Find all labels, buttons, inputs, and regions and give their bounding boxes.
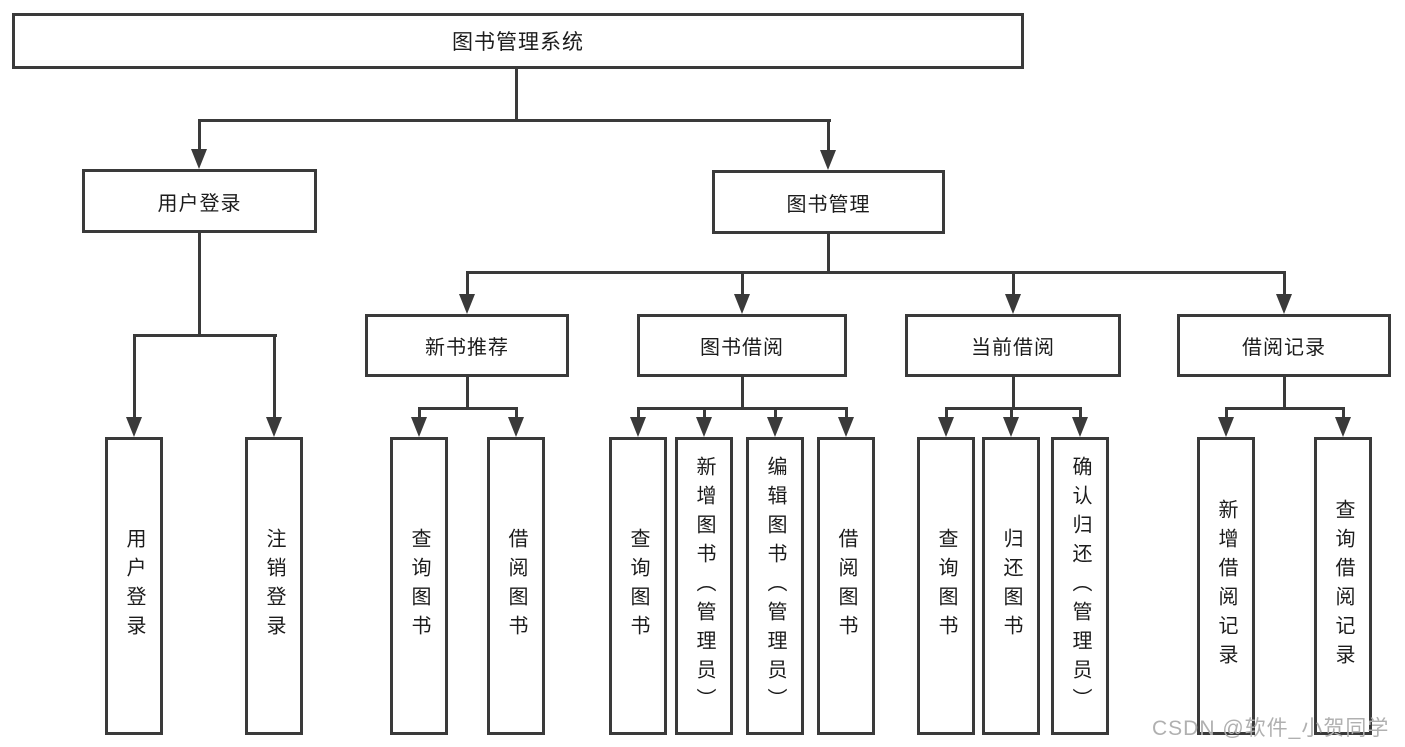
connector-hline	[1225, 407, 1345, 410]
connector-hline	[133, 334, 277, 337]
arrow-down-icon	[734, 294, 750, 314]
node-book-borrow: 图书借阅	[637, 314, 847, 377]
node-new-book-recommend: 新书推荐	[365, 314, 569, 377]
connector-vline	[1012, 271, 1015, 297]
leaf-return-book: 归还图书	[982, 437, 1040, 735]
node-label: 当前借阅	[971, 337, 1055, 359]
connector-vline	[827, 234, 830, 272]
arrow-down-icon	[508, 417, 524, 437]
csdn-watermark: CSDN @软件_小贺同学	[1152, 717, 1390, 740]
node-label: 新书推荐	[425, 337, 509, 359]
leaf-label: 归还图书	[1000, 528, 1022, 644]
connector-vline	[703, 407, 706, 420]
arrow-down-icon	[1276, 294, 1292, 314]
connector-vline	[1225, 407, 1228, 420]
leaf-label: 查询借阅记录	[1332, 499, 1354, 673]
connector-vline	[1079, 407, 1082, 420]
connector-vline	[637, 407, 640, 420]
leaf-label: 借阅图书	[505, 528, 527, 644]
node-label: 用户登录	[157, 192, 242, 215]
leaf-label: 用户登录	[123, 528, 145, 644]
leaf-confirm-return-admin: 确认归还（管理员）	[1051, 437, 1109, 735]
leaf-logout: 注销登录	[245, 437, 303, 735]
arrow-down-icon	[459, 294, 475, 314]
leaf-label: 查询图书	[408, 528, 430, 644]
node-borrow-records: 借阅记录	[1177, 314, 1391, 377]
leaf-label: 查询图书	[627, 528, 649, 644]
connector-hline	[637, 407, 848, 410]
connector-vline	[1283, 377, 1286, 408]
connector-vline	[845, 407, 848, 420]
connector-vline	[418, 407, 421, 420]
arrow-down-icon	[938, 417, 954, 437]
leaf-label: 注销登录	[263, 528, 285, 644]
leaf-label: 编辑图书（管理员）	[764, 455, 786, 717]
connector-vline	[198, 233, 201, 335]
arrow-down-icon	[630, 417, 646, 437]
connector-hline	[466, 271, 1286, 274]
arrow-down-icon	[696, 417, 712, 437]
node-label: 借阅记录	[1242, 337, 1326, 359]
connector-vline	[1010, 407, 1013, 420]
arrow-down-icon	[820, 150, 836, 170]
leaf-query-books-borrow: 查询图书	[609, 437, 667, 735]
node-label: 图书借阅	[700, 337, 784, 359]
connector-hline	[945, 407, 1082, 410]
connector-vline	[1342, 407, 1345, 420]
leaf-label: 新增图书（管理员）	[693, 455, 715, 717]
arrow-down-icon	[126, 417, 142, 437]
leaf-edit-book-admin: 编辑图书（管理员）	[746, 437, 804, 735]
leaf-label: 新增借阅记录	[1215, 499, 1237, 673]
connector-vline	[741, 271, 744, 297]
leaf-borrow-books-recommend: 借阅图书	[487, 437, 545, 735]
connector-vline	[945, 407, 948, 420]
arrow-down-icon	[266, 417, 282, 437]
connector-hline	[198, 119, 831, 122]
connector-vline	[133, 334, 136, 419]
leaf-add-borrow-record: 新增借阅记录	[1197, 437, 1255, 735]
connector-vline	[515, 68, 518, 120]
arrow-down-icon	[1218, 417, 1234, 437]
arrow-down-icon	[1005, 294, 1021, 314]
arrow-down-icon	[767, 417, 783, 437]
leaf-query-books-recommend: 查询图书	[390, 437, 448, 735]
arrow-down-icon	[1003, 417, 1019, 437]
connector-vline	[827, 119, 830, 152]
node-label: 图书管理	[786, 193, 871, 216]
connector-vline	[273, 334, 276, 419]
leaf-label: 确认归还（管理员）	[1069, 455, 1091, 717]
connector-vline	[198, 119, 201, 152]
connector-vline	[741, 377, 744, 408]
node-current-borrow: 当前借阅	[905, 314, 1121, 377]
arrow-down-icon	[838, 417, 854, 437]
arrow-down-icon	[1335, 417, 1351, 437]
leaf-add-book-admin: 新增图书（管理员）	[675, 437, 733, 735]
arrow-down-icon	[1072, 417, 1088, 437]
connector-vline	[515, 407, 518, 420]
node-library-system: 图书管理系统	[12, 13, 1024, 69]
arrow-down-icon	[411, 417, 427, 437]
connector-hline	[418, 407, 518, 410]
leaf-user-login: 用户登录	[105, 437, 163, 735]
leaf-query-books-current: 查询图书	[917, 437, 975, 735]
leaf-label: 查询图书	[935, 528, 957, 644]
node-book-management: 图书管理	[712, 170, 945, 234]
node-user-login: 用户登录	[82, 169, 317, 233]
arrow-down-icon	[191, 149, 207, 169]
connector-vline	[466, 377, 469, 408]
connector-vline	[1283, 271, 1286, 297]
leaf-borrow-books: 借阅图书	[817, 437, 875, 735]
connector-vline	[466, 271, 469, 297]
node-label: 图书管理系统	[452, 31, 584, 54]
connector-vline	[774, 407, 777, 420]
leaf-label: 借阅图书	[835, 528, 857, 644]
leaf-query-borrow-record: 查询借阅记录	[1314, 437, 1372, 735]
connector-vline	[1012, 377, 1015, 408]
